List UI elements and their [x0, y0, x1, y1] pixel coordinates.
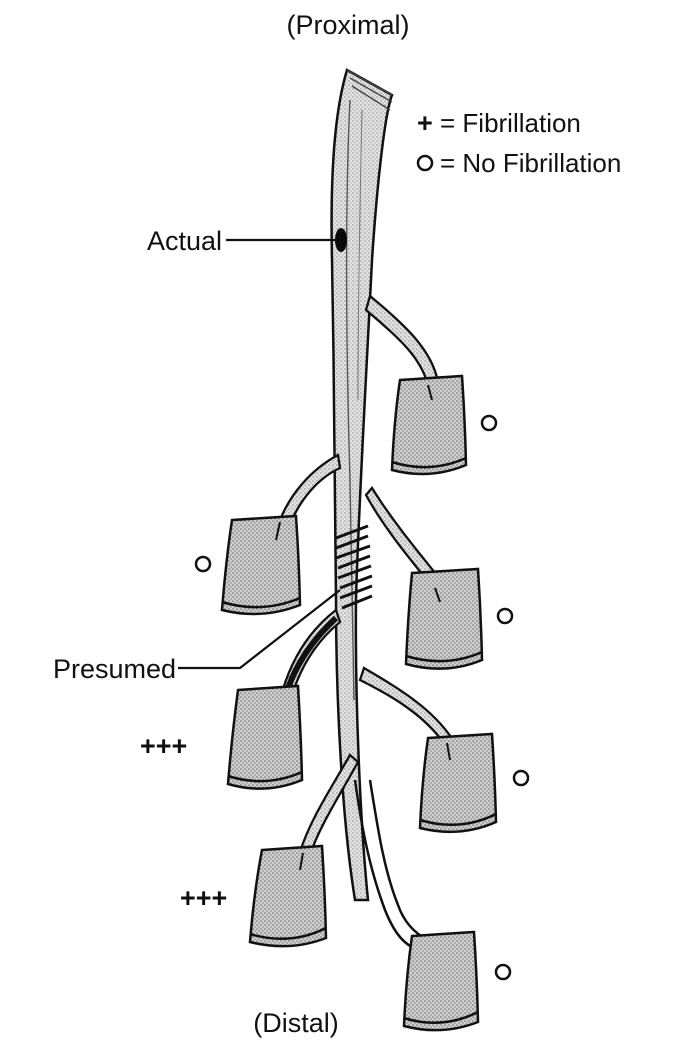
marker-plus-left-3: +++: [180, 883, 227, 913]
marker-circle-icon: [196, 557, 210, 571]
marker-plus-left-2: +++: [140, 731, 187, 761]
muscle-right-3: [420, 734, 496, 832]
legend-circle-icon: [418, 156, 432, 170]
muscle-left-2: [228, 686, 302, 789]
legend-plus-symbol: +: [417, 108, 433, 138]
legend-no-fibrillation-text: = No Fibrillation: [440, 148, 621, 178]
marker-circle-icon: [514, 771, 528, 785]
muscle-left-1: [222, 516, 300, 614]
marker-circle-icon: [482, 416, 496, 430]
actual-label: Actual: [147, 226, 222, 256]
legend: + = Fibrillation = No Fibrillation: [417, 108, 621, 178]
muscle-right-2: [406, 569, 482, 669]
actual-lesion-dot: [335, 228, 347, 252]
proximal-label: (Proximal): [286, 10, 409, 40]
marker-circle-icon: [498, 609, 512, 623]
presumed-label: Presumed: [53, 654, 176, 684]
legend-fibrillation-text: = Fibrillation: [440, 108, 581, 138]
marker-circle-icon: [496, 965, 510, 979]
muscle-right-4: [404, 932, 478, 1030]
distal-label: (Distal): [253, 1008, 339, 1038]
muscle-left-3: [250, 846, 326, 946]
